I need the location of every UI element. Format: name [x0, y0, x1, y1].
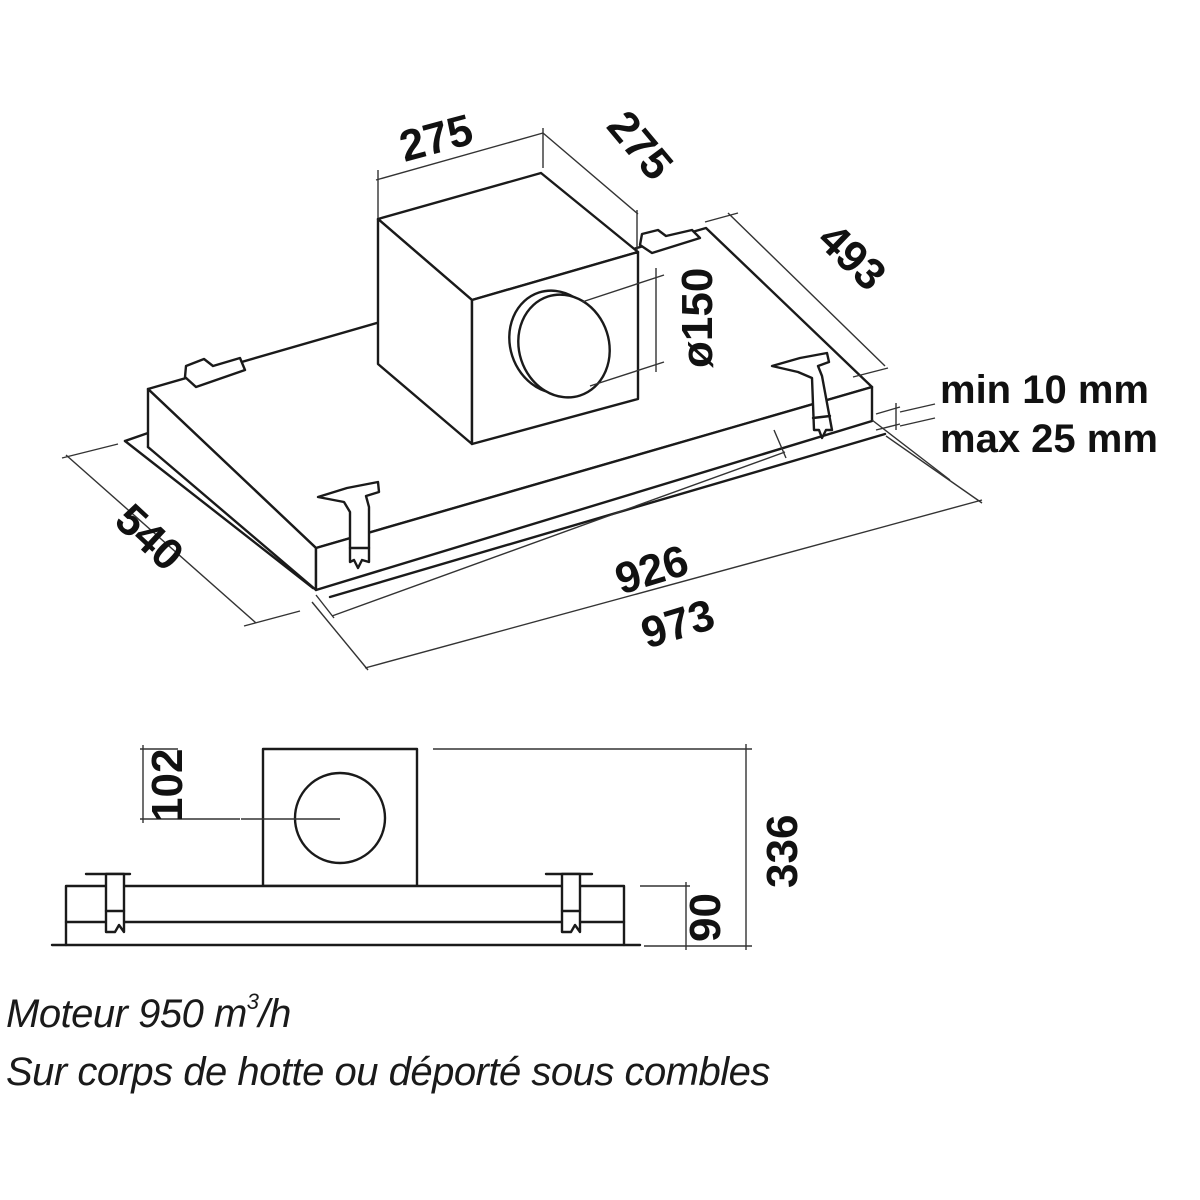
motor-capacity-text: Moteur 950 m — [6, 992, 247, 1036]
mounting-bracket-rear-left — [183, 356, 247, 389]
side-motor-box — [261, 747, 419, 888]
dimension-label-body-width: 926 — [610, 536, 695, 604]
dimension-body-height: 90 — [640, 882, 730, 950]
dimension-label-outlet-offset: 102 — [143, 749, 192, 822]
cubic-superscript: 3 — [246, 988, 259, 1014]
dimension-label-duct-diameter: ø150 — [673, 268, 722, 368]
side-bracket-right — [544, 872, 594, 934]
dimension-label-body-height: 90 — [681, 893, 730, 942]
duct-outlet — [517, 293, 611, 399]
motor-placement-caption: Sur corps de hotte ou déporté sous combl… — [6, 1050, 770, 1094]
dimension-outlet-offset: 102 — [140, 745, 340, 823]
dimension-label-motor-box-depth: 275 — [598, 102, 683, 190]
side-hood-body — [64, 884, 626, 924]
side-view: 102 336 90 — [50, 744, 807, 950]
dimension-label-body-depth: 493 — [808, 214, 895, 300]
motor-capacity-caption: Moteur 950 m3/h — [6, 988, 292, 1037]
mounting-bracket-front-right — [770, 351, 834, 440]
mounting-bracket-front-left — [316, 480, 381, 570]
dimension-label-motor-box-width: 275 — [394, 105, 478, 171]
per-hour-text: /h — [258, 992, 292, 1036]
dimension-label-total-height: 336 — [758, 815, 807, 888]
dimension-duct-diameter: ø150 — [581, 268, 722, 387]
motor-box — [376, 171, 640, 446]
dimension-ceiling-thickness: min 10 mm max 25 mm — [871, 368, 1158, 481]
dimension-total-height: 336 — [433, 744, 807, 950]
dimension-label-frame-width: 973 — [636, 590, 721, 658]
side-bracket-left — [84, 872, 132, 934]
dimension-label-frame-depth: 540 — [106, 495, 193, 581]
isometric-view: 275 275 ø150 493 min — [61, 102, 1158, 671]
ceiling-thickness-max-label: max 25 mm — [940, 417, 1158, 461]
side-duct-outlet — [293, 771, 387, 865]
mounting-bracket-rear-right — [638, 228, 702, 255]
ceiling-thickness-min-label: min 10 mm — [940, 368, 1149, 412]
